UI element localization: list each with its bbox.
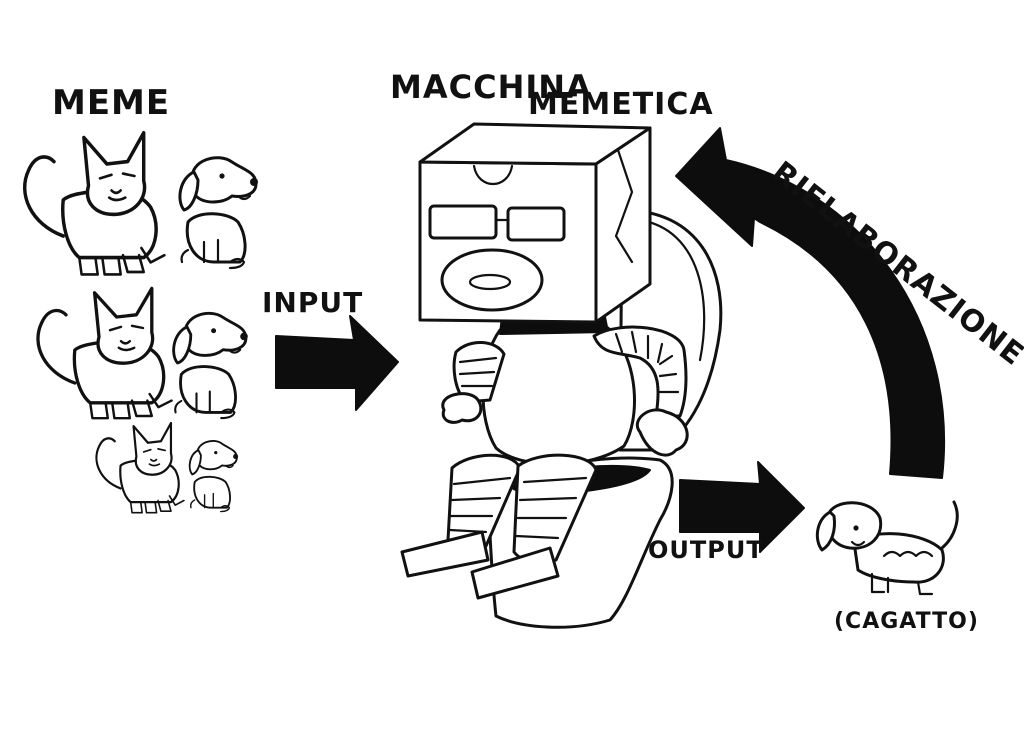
meme-label: MEME (52, 83, 170, 123)
cat-icon (22, 131, 167, 277)
output-arrow (679, 461, 805, 553)
dog-icon (188, 439, 240, 513)
rework-arrow (675, 127, 946, 479)
cat-icon (95, 421, 186, 514)
dog-icon (178, 156, 260, 270)
dog-icon (172, 311, 250, 420)
input-label: INPUT (262, 286, 363, 319)
machine-title-line1: MACCHINA (390, 68, 592, 106)
cat-icon (36, 286, 174, 420)
input-arrow (275, 315, 399, 411)
result-label: (CAGATTO) (834, 609, 979, 634)
meme-group: MEME (22, 83, 260, 514)
output-label: OUTPUT (648, 536, 764, 564)
machine-title-line2: MEMETICA (528, 87, 714, 122)
robot-on-toilet (400, 122, 723, 629)
hybrid-icon (815, 500, 959, 596)
